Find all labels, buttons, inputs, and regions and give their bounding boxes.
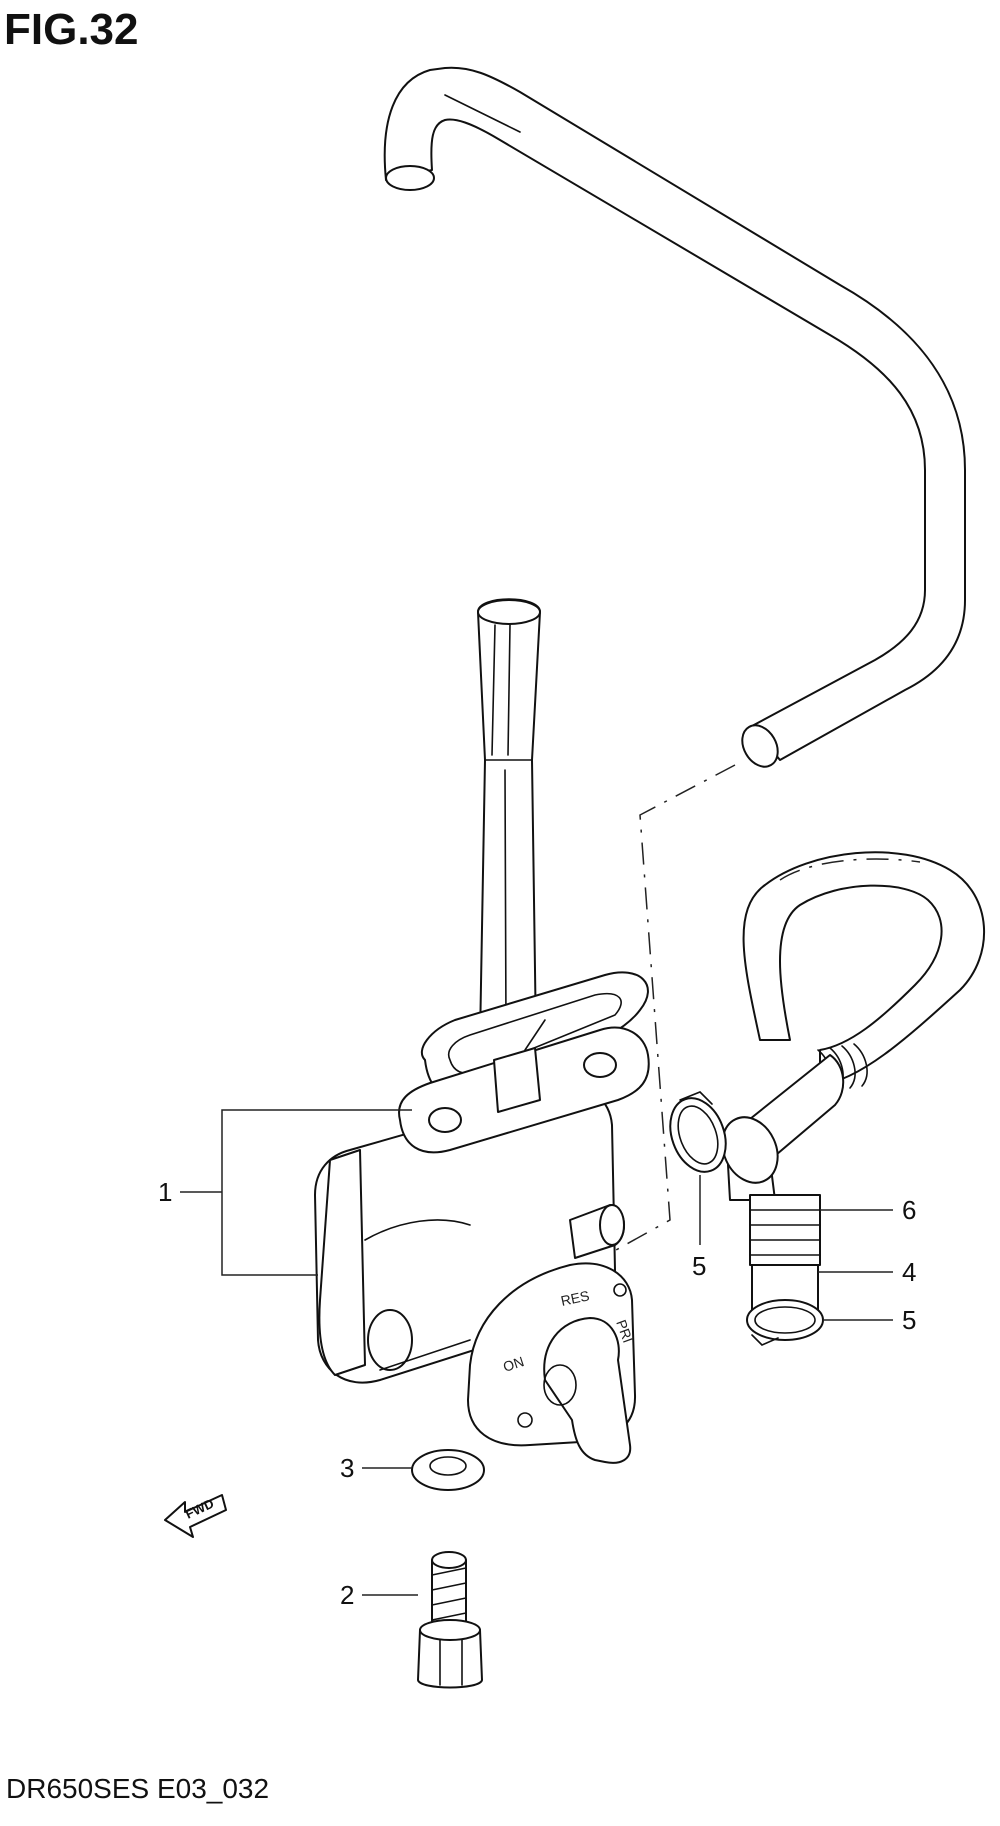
callout-3: 3	[340, 1453, 354, 1483]
fuel-hose-loop	[721, 851, 986, 1201]
hose-clamp-right	[746, 1299, 824, 1346]
callout-5-left: 5	[692, 1251, 706, 1281]
fwd-arrow-icon: FWD	[164, 1494, 227, 1538]
hose-fitting	[749, 1194, 821, 1266]
lever-marking-pri: PRI	[613, 1318, 636, 1345]
callout-1-leader	[180, 1109, 412, 1276]
callout-2: 2	[340, 1580, 354, 1610]
diagram-code: DR650SES E03_032	[6, 1773, 269, 1804]
fuel-hose-long	[383, 66, 966, 768]
callout-5-right: 5	[902, 1305, 916, 1335]
lever-marking-on: ON	[501, 1353, 526, 1375]
connection-line-left	[579, 764, 736, 1271]
hose-clamp-left	[669, 1091, 727, 1173]
callout-6: 6	[902, 1195, 916, 1225]
callout-4: 4	[902, 1257, 916, 1287]
callout-1: 1	[158, 1177, 172, 1207]
figure-title: FIG.32	[4, 5, 139, 54]
bolt	[417, 1551, 483, 1689]
lever-marking-res: RES	[559, 1287, 590, 1309]
fuel-cock-assembly: ON RES PRI	[314, 598, 650, 1464]
washer	[411, 1449, 485, 1491]
